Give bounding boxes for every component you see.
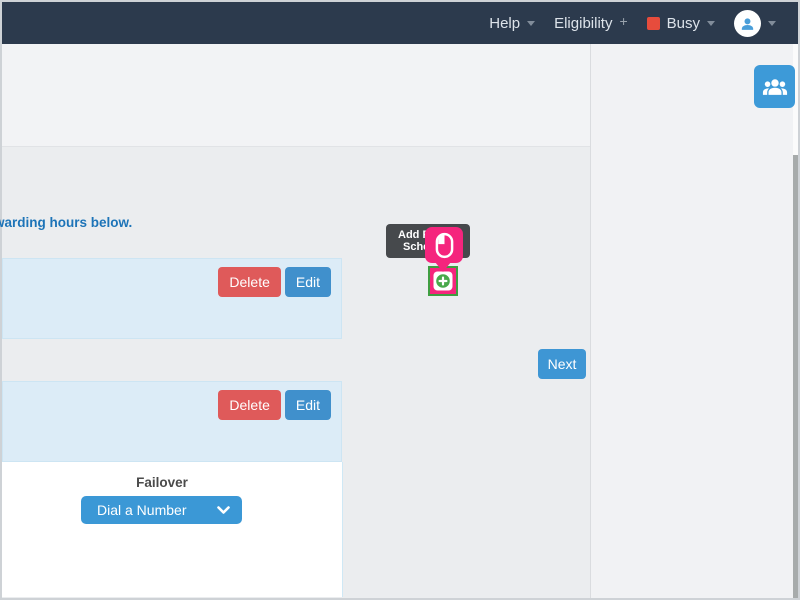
plus-icon: + — [619, 13, 628, 29]
contacts-button[interactable] — [754, 65, 795, 108]
chevron-down-icon — [707, 20, 715, 26]
scrollbar-track[interactable] — [793, 44, 798, 598]
click-here-pointer — [435, 262, 451, 272]
page-instruction-text: warding hours below. — [0, 215, 133, 230]
schedule-row: Delete Edit — [2, 381, 342, 462]
account-menu[interactable] — [734, 9, 776, 37]
edit-button[interactable]: Edit — [284, 267, 331, 297]
avatar — [734, 9, 761, 37]
eligibility-menu[interactable]: Eligibility + — [554, 13, 628, 32]
add-schedule-button[interactable] — [428, 266, 458, 296]
add-plus-icon — [433, 271, 453, 291]
help-menu-label: Help — [489, 14, 521, 32]
page-header-area — [2, 44, 590, 147]
eligibility-menu-label: Eligibility — [554, 14, 613, 32]
top-navbar: Help Eligibility + Busy — [2, 2, 798, 44]
chevron-down-icon — [768, 20, 776, 26]
delete-button[interactable]: Delete — [218, 390, 281, 420]
user-icon — [741, 17, 754, 30]
chevron-down-icon — [217, 506, 230, 514]
failover-select[interactable]: Dial a Number — [81, 496, 242, 524]
next-button[interactable]: Next — [538, 349, 586, 379]
help-menu[interactable]: Help — [489, 14, 536, 32]
failover-label: Failover — [136, 475, 188, 490]
scrollbar-thumb[interactable] — [793, 155, 798, 598]
status-menu-label: Busy — [666, 14, 700, 32]
right-sidebar — [590, 44, 793, 598]
failover-selected-value: Dial a Number — [97, 502, 187, 518]
edit-button[interactable]: Edit — [284, 390, 331, 420]
busy-status-icon — [646, 16, 660, 30]
chevron-down-icon — [527, 20, 536, 26]
tour-tooltip-line1: Add F — [398, 229, 430, 241]
schedule-row: Delete Edit — [2, 258, 342, 339]
tour-tooltip-line2: Sche — [403, 241, 430, 253]
users-group-icon — [762, 79, 787, 95]
failover-section: Failover Dial a Number — [2, 462, 343, 597]
status-menu[interactable]: Busy — [646, 14, 715, 32]
delete-button[interactable]: Delete — [218, 267, 281, 297]
mouse-left-click-icon — [435, 232, 453, 258]
click-here-indicator — [425, 227, 463, 263]
